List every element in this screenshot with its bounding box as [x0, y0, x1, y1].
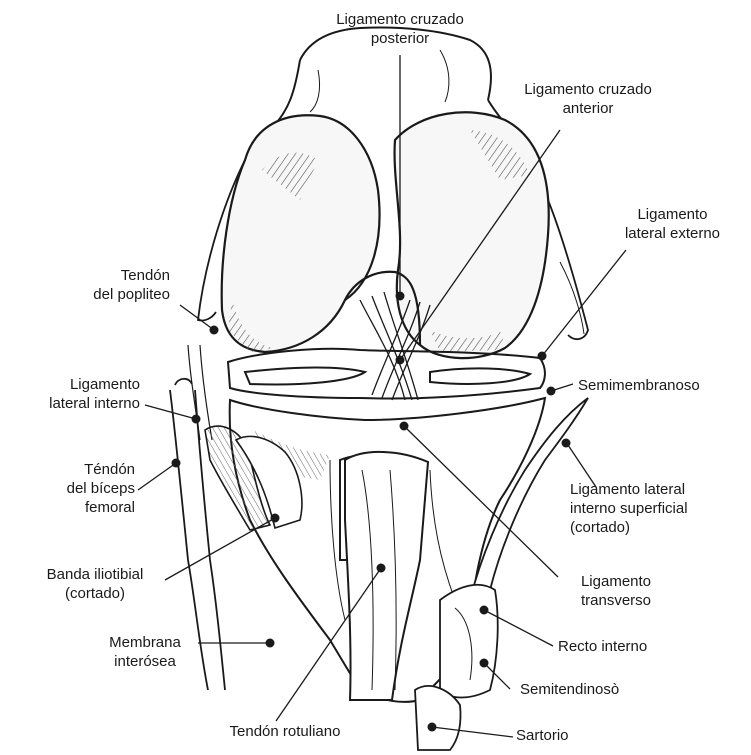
- label-patellar-tendon: Tendón rotuliano: [210, 722, 360, 741]
- label-line: Ligamento lateral: [570, 480, 746, 499]
- label-line: transverso: [556, 591, 676, 610]
- label-line: lateral externo: [600, 224, 745, 243]
- label-line: anterior: [488, 99, 688, 118]
- label-line: Banda iliotibial: [20, 565, 170, 584]
- label-line: femoral: [40, 498, 135, 517]
- label-interosseous-membrane: Membrana interósea: [90, 633, 200, 671]
- label-semimembranosus: Semimembranoso: [578, 376, 738, 395]
- label-line: Semimembranoso: [578, 376, 738, 395]
- label-line: Ligamento cruzado: [300, 10, 500, 29]
- label-transverse-ligament: Ligamento transverso: [556, 572, 676, 610]
- label-line: interno superficial: [570, 499, 746, 518]
- label-line: Tendón rotuliano: [210, 722, 360, 741]
- label-superficial-medial-ligament: Ligamento lateral interno superficial (c…: [570, 480, 746, 537]
- label-line: (cortado): [570, 518, 746, 537]
- label-sartorius: Sartorio: [516, 726, 626, 745]
- label-semitendinosus: Semitendinosò: [520, 680, 680, 699]
- label-line: Recto interno: [558, 637, 708, 656]
- label-line: Ligamento: [600, 205, 745, 224]
- label-biceps-femoris-tendon: Téndón del bíceps femoral: [40, 460, 135, 517]
- label-lateral-internal-ligament: Ligamento lateral interno: [20, 375, 140, 413]
- label-line: Ligamento: [20, 375, 140, 394]
- label-anterior-cruciate-ligament: Ligamento cruzado anterior: [488, 80, 688, 118]
- label-line: Membrana: [90, 633, 200, 652]
- label-line: Ligamento: [556, 572, 676, 591]
- label-line: posterior: [300, 29, 500, 48]
- label-line: interósea: [90, 652, 200, 671]
- menisci: [228, 349, 545, 399]
- label-popliteus-tendon: Tendón del popliteo: [30, 266, 170, 304]
- label-line: Téndón: [40, 460, 135, 479]
- label-lateral-external-ligament: Ligamento lateral externo: [600, 205, 745, 243]
- label-line: del bíceps: [40, 479, 135, 498]
- label-line: Semitendinosò: [520, 680, 680, 699]
- label-gracilis: Recto interno: [558, 637, 708, 656]
- label-posterior-cruciate-ligament: Ligamento cruzado posterior: [300, 10, 500, 48]
- label-line: Ligamento cruzado: [488, 80, 688, 99]
- label-iliotibial-band: Banda iliotibial (cortado): [20, 565, 170, 603]
- label-line: del popliteo: [30, 285, 170, 304]
- femoral-condyles: [222, 112, 549, 358]
- label-line: Sartorio: [516, 726, 626, 745]
- label-line: lateral interno: [20, 394, 140, 413]
- label-line: Tendón: [30, 266, 170, 285]
- label-line: (cortado): [20, 584, 170, 603]
